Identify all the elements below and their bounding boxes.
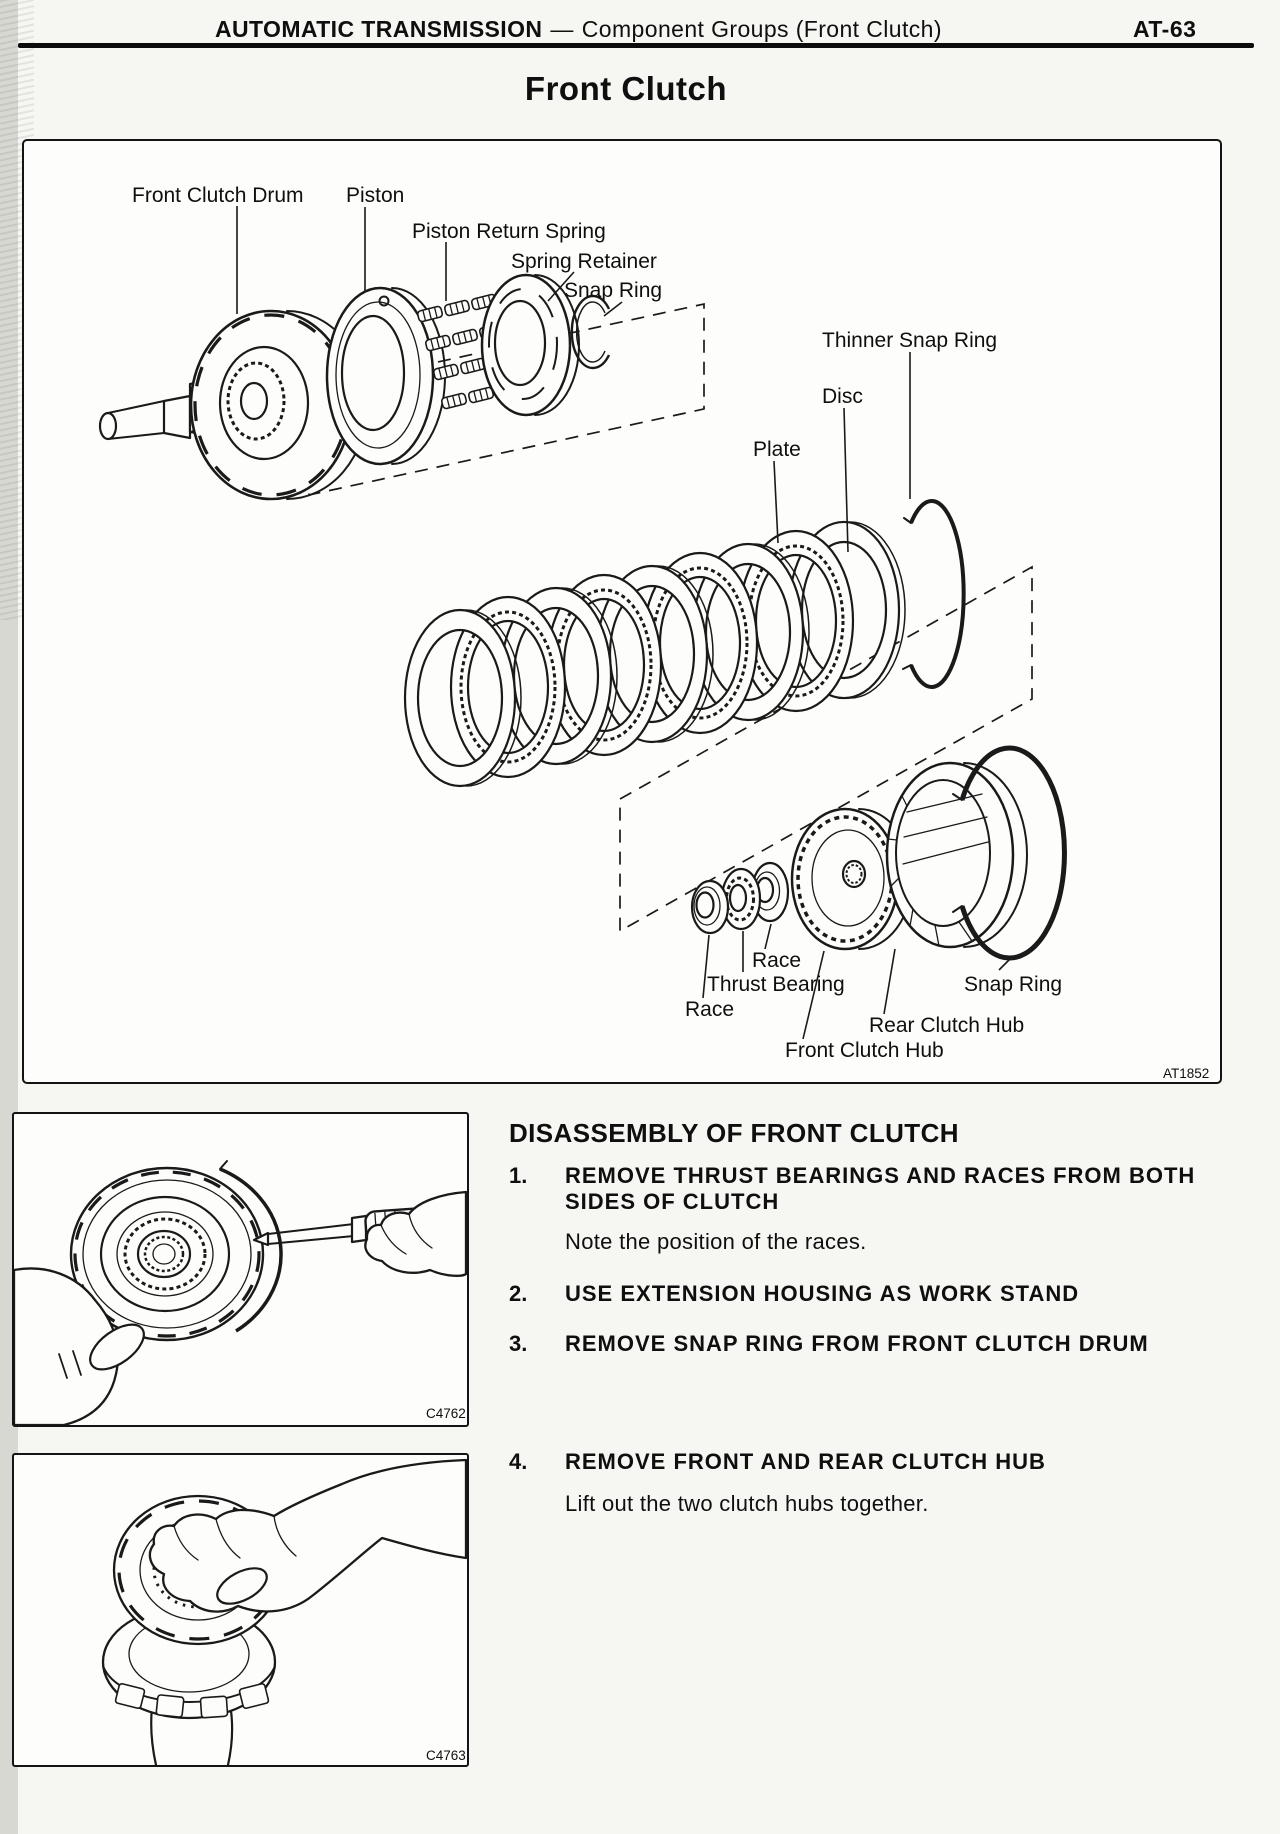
step-2-number: 2.	[509, 1281, 528, 1306]
step-3-title: REMOVE SNAP RING FROM FRONT CLUTCH DRUM	[565, 1331, 1149, 1356]
page-number: AT-63	[1133, 16, 1197, 42]
hand-lifting	[148, 1458, 467, 1613]
label-front-clutch-hub: Front Clutch Hub	[785, 1039, 944, 1062]
exploded-diagram: Front Clutch Drum Piston Piston Return S…	[98, 184, 1209, 1081]
label-thinner-snap-ring: Thinner Snap Ring	[822, 329, 997, 352]
step-4-note: Lift out the two clutch hubs together.	[565, 1491, 929, 1516]
header-section: AUTOMATIC TRANSMISSION	[215, 16, 543, 42]
procedure-section: DISASSEMBLY OF FRONT CLUTCH 1. REMOVE TH…	[509, 1118, 1224, 1538]
snap-ring-being-pried	[219, 1160, 283, 1333]
part-snap-ring-lower	[952, 745, 1067, 961]
label-spring-retainer: Spring Retainer	[511, 250, 657, 273]
step-4-title: REMOVE FRONT AND REAR CLUTCH HUB	[565, 1449, 1046, 1474]
part-race-lower	[690, 879, 730, 935]
label-rear-clutch-hub: Rear Clutch Hub	[869, 1014, 1024, 1037]
diagram-figure-code: AT1852	[1163, 1066, 1209, 1081]
part-front-clutch-hub	[790, 807, 913, 951]
page-title: Front Clutch	[524, 70, 728, 107]
part-piston	[325, 286, 446, 466]
step-1-note: Note the position of the races.	[565, 1229, 867, 1254]
figure-2-illustration: C4763	[101, 1458, 467, 1765]
page-header: AUTOMATIC TRANSMISSION — Component Groups …	[215, 16, 942, 43]
header-separator: —	[550, 16, 574, 42]
header-rule	[18, 43, 1254, 48]
part-clutch-pack	[403, 520, 906, 788]
step-1-title: REMOVE THRUST BEARINGS AND RACES FROM BO…	[565, 1163, 1196, 1214]
part-snap-ring-upper	[570, 294, 611, 370]
diagram-labels: Front Clutch Drum Piston Piston Return S…	[132, 184, 1209, 1081]
procedure-heading: DISASSEMBLY OF FRONT CLUTCH	[509, 1118, 959, 1148]
leader-lines	[236, 206, 1011, 1040]
step-2-title: USE EXTENSION HOUSING AS WORK STAND	[565, 1281, 1080, 1306]
label-race-upper: Race	[752, 949, 801, 972]
part-spring-retainer	[480, 273, 580, 417]
exploded-diagram-box: Front Clutch Drum Piston Piston Return S…	[22, 139, 1222, 1084]
figure-1-illustration: C4762	[14, 1160, 467, 1425]
label-snap-ring-upper: Snap Ring	[564, 279, 662, 302]
label-thrust-bearing: Thrust Bearing	[707, 973, 845, 996]
label-disc: Disc	[822, 385, 863, 408]
figure-hub-removal: C4763	[12, 1453, 469, 1767]
figure-1-code: C4762	[426, 1406, 466, 1421]
header-subsection: Component Groups (Front Clutch)	[581, 16, 942, 42]
part-rear-clutch-hub	[885, 761, 1028, 949]
label-piston: Piston	[346, 184, 404, 207]
label-snap-ring-lower: Snap Ring	[964, 973, 1062, 996]
label-piston-return-spring: Piston Return Spring	[412, 220, 606, 243]
part-thinner-snap-ring	[902, 499, 966, 689]
right-hand	[364, 1190, 467, 1277]
part-front-clutch-drum	[189, 309, 368, 501]
label-front-clutch-drum: Front Clutch Drum	[132, 184, 304, 207]
clutch-drum-front-view	[69, 1166, 265, 1342]
figure-snap-ring-removal: C4762	[12, 1112, 469, 1427]
left-hand	[14, 1267, 145, 1425]
label-race-lower: Race	[685, 998, 734, 1021]
step-1-number: 1.	[509, 1163, 528, 1188]
figure-2-code: C4763	[426, 1748, 466, 1763]
step-3-number: 3.	[509, 1331, 528, 1356]
label-plate: Plate	[753, 438, 801, 461]
step-4-number: 4.	[509, 1449, 528, 1474]
